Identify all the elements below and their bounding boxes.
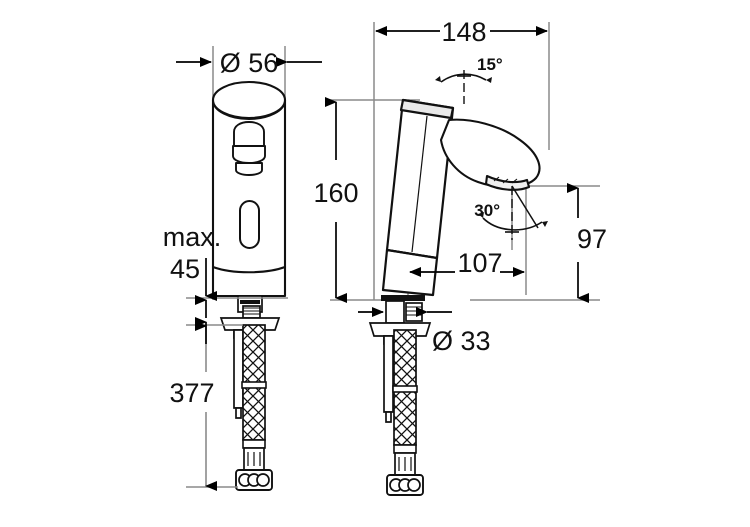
- dimension-label-diameter-33: Ø 33: [432, 326, 491, 356]
- angle-label-30: 30°: [474, 201, 500, 220]
- dimension-max-45: max. 45: [163, 222, 288, 301]
- dimension-label-160: 160: [313, 178, 358, 208]
- dimension-160: 160: [313, 97, 359, 303]
- dimension-diameter-33: Ø 33: [358, 307, 491, 356]
- dimension-label-45: 45: [170, 254, 200, 284]
- dimension-97: 97: [567, 183, 607, 303]
- dimension-label-max: max.: [163, 222, 222, 252]
- dimension-label-148: 148: [441, 17, 486, 47]
- spout-front: [232, 121, 266, 176]
- dimension-label-107: 107: [457, 248, 502, 278]
- dimension-label-diameter-56: Ø 56: [220, 48, 279, 78]
- dimension-107: 107: [409, 248, 525, 278]
- sensor-window: [239, 200, 260, 249]
- dimension-label-377: 377: [169, 378, 214, 408]
- flexible-hose-side: [386, 329, 424, 496]
- angle-label-15: 15°: [477, 55, 503, 74]
- flexible-hose-front: [235, 324, 273, 491]
- dimension-label-97: 97: [577, 224, 607, 254]
- dimension-148: 148: [375, 17, 548, 47]
- front-view-group: [211, 46, 287, 491]
- dimension-377: 377: [169, 295, 243, 491]
- angle-30-degrees: 30°: [474, 185, 548, 240]
- spout-head-side: [439, 118, 541, 191]
- faucet-body-front: [211, 80, 287, 298]
- dimension-diameter-56: Ø 56: [176, 48, 322, 78]
- angle-15-degrees: 15°: [435, 55, 503, 104]
